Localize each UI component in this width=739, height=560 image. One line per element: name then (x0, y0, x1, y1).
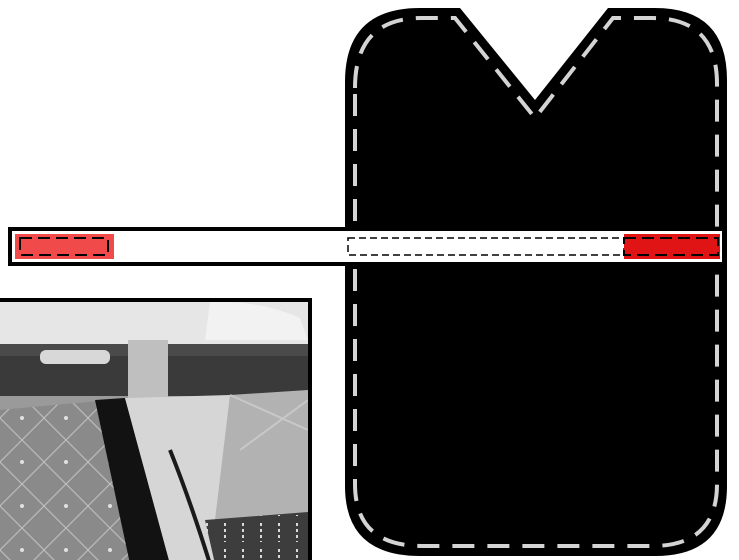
sewing-photo (0, 300, 310, 560)
pocket-shape (345, 8, 727, 556)
binding-strip-group (10, 229, 724, 264)
pocket-group (345, 8, 727, 556)
binding-strip (10, 229, 724, 264)
